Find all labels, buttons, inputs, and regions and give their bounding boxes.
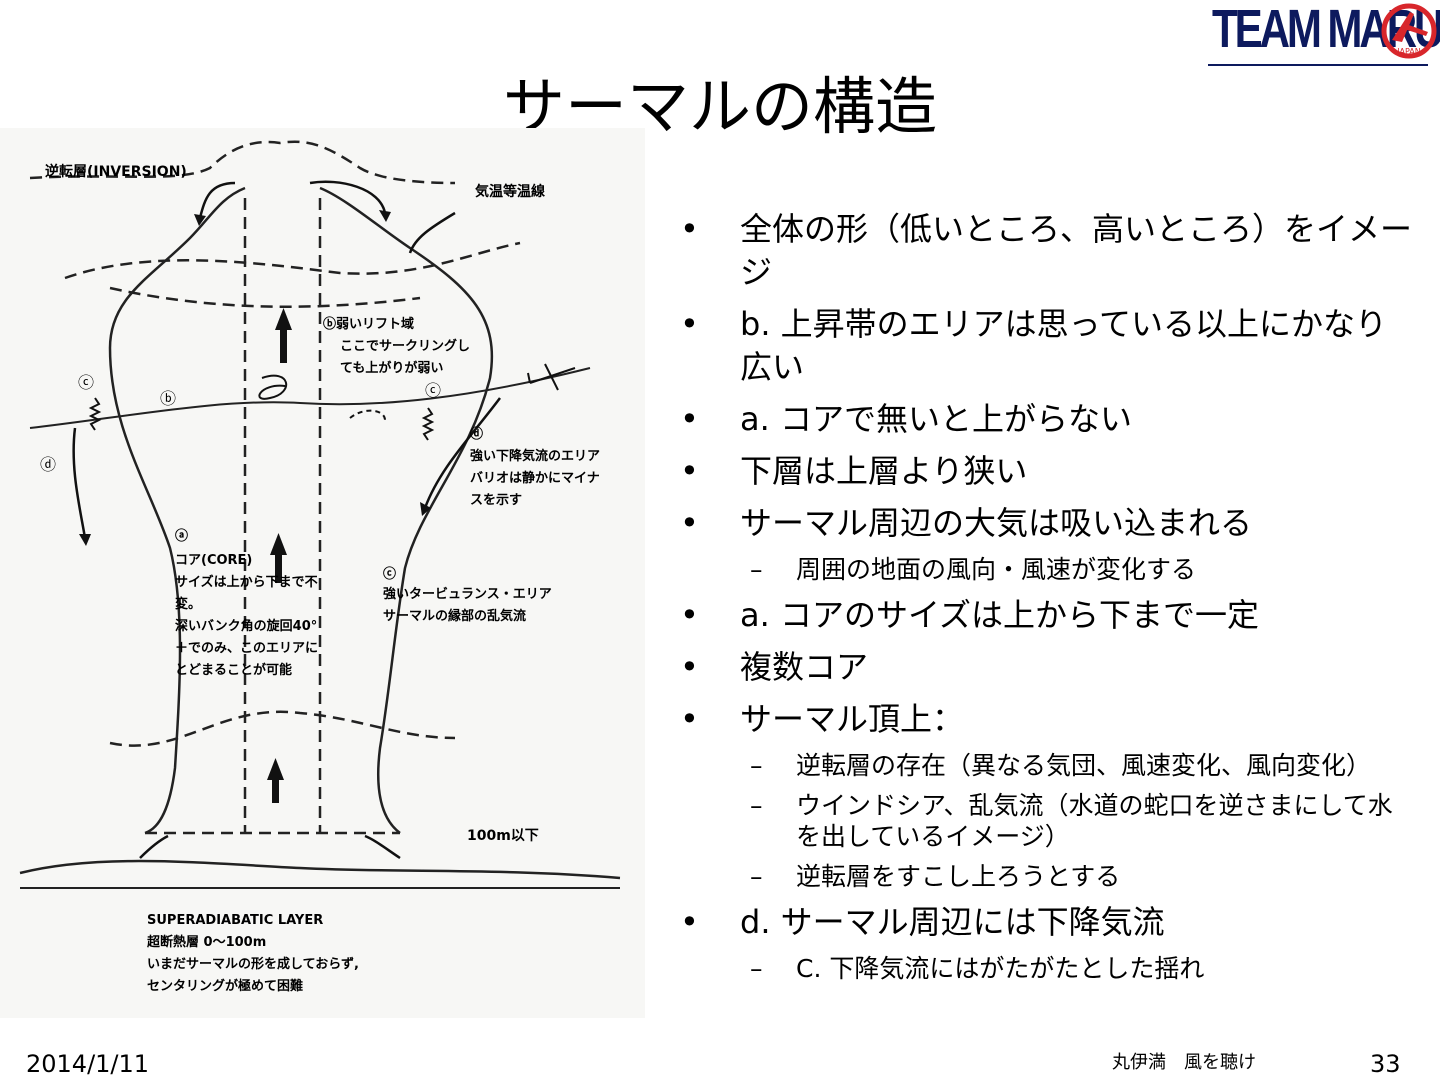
logo-emblem-icon: JAPAN [1381, 3, 1437, 59]
zone-b-annotation: ⓑ弱いリフト域 ここでサークリングし ても上がりが弱い [323, 316, 470, 376]
bullet-mark: • [680, 452, 699, 490]
bullet-text: 全体の形（低いところ、高いところ）をイメージ [740, 210, 1413, 291]
core-annotation: ⓐ コア(CORE) サイズは上から下まで不 変。 深いバンク角の旋回40° ＋… [175, 528, 318, 678]
bullet-item: • サーマル頂上： [674, 698, 1414, 741]
svg-text:強い下降気流のエリア: 強い下降気流のエリア [470, 448, 600, 464]
bullet-text: a. コアのサイズは上から下まで一定 [740, 596, 1259, 634]
bullet-mark: • [680, 400, 699, 438]
svg-text:超断熱層 0〜100m: 超断熱層 0〜100m [147, 934, 266, 950]
inversion-label: 逆転層(INVERSION) [45, 163, 187, 180]
bullet-item: • 複数コア [674, 646, 1414, 689]
team-maru-logo: TEAM MARU JAPAN [1208, 0, 1440, 68]
bullet-text: サーマル周辺の大気は吸い込まれる [740, 504, 1253, 542]
svg-text:深いバンク角の旋回40°: 深いバンク角の旋回40° [175, 618, 317, 634]
bullet-text: サーマル頂上： [740, 700, 965, 738]
svg-text:コア(CORE): コア(CORE) [175, 553, 252, 568]
zone-b-marker: ⓑ [160, 389, 176, 408]
turbulence-annotation: ⓒ 強いタービュランス・エリア サーマルの縁部の乱気流 [383, 566, 552, 624]
zone-c-left-label: ⓒ [78, 373, 94, 392]
svg-text:バリオは静かにマイナ: バリオは静かにマイナ [470, 470, 600, 486]
page-number: 33 [1370, 1050, 1401, 1078]
svg-text:ても上がりが弱い: ても上がりが弱い [340, 360, 443, 376]
sub-bullet-text: ウインドシア、乱気流（水道の蛇口を逆さまにして水を出しているイメージ） [796, 791, 1393, 851]
bullet-item: • d. サーマル周辺には下降気流 [674, 901, 1414, 944]
zone-d-left-label: ⓓ [40, 455, 56, 474]
bullet-mark: • [680, 596, 699, 634]
svg-text:ⓓ: ⓓ [470, 426, 483, 442]
bullet-item: • b. 上昇帯のエリアは思っている以上にかなり広い [674, 303, 1414, 389]
sub-bullet-text: 逆転層の存在（異なる気団、風速変化、風向変化） [796, 751, 1372, 780]
sub-bullet-item: – 逆転層の存在（異なる気団、風速変化、風向変化） [750, 750, 1414, 781]
sub-bullet-mark: – [750, 751, 763, 780]
sub-bullet-mark: – [750, 954, 763, 983]
bullet-mark: • [680, 700, 699, 738]
bullet-item: • 下層は上層より狭い [674, 450, 1414, 493]
sub-bullet-text: C. 下降気流にはがたがたとした揺れ [796, 954, 1205, 983]
svg-text:ⓑ弱いリフト域: ⓑ弱いリフト域 [323, 316, 414, 332]
bullet-mark: • [680, 305, 699, 343]
bullet-item: • サーマル周辺の大気は吸い込まれる [674, 502, 1414, 545]
bullet-mark: • [680, 210, 699, 248]
superadiabatic-annotation: SUPERADIABATIC LAYER 超断熱層 0〜100m いまだサーマル… [147, 913, 359, 994]
zone-d-annotation: ⓓ 強い下降気流のエリア バリオは静かにマイナ スを示す [470, 426, 600, 508]
sub-bullet-mark: – [750, 791, 763, 820]
bullet-text: 複数コア [740, 648, 869, 686]
sub-bullet-mark: – [750, 555, 763, 584]
bullet-mark: • [680, 648, 699, 686]
bullet-item: • a. コアのサイズは上から下まで一定 [674, 594, 1414, 637]
logo-underline [1208, 64, 1428, 66]
sub-bullet-mark: – [750, 862, 763, 891]
svg-text:変。: 変。 [175, 596, 201, 612]
sub-bullet-item: – 逆転層をすこし上ろうとする [750, 861, 1414, 892]
svg-text:＋でのみ、このエリアに: ＋でのみ、このエリアに [175, 641, 318, 656]
sub-bullet-item: – 周囲の地面の風向・風速が変化する [750, 554, 1414, 585]
svg-text:ⓒ: ⓒ [383, 566, 396, 582]
sub-bullet-item: – ウインドシア、乱気流（水道の蛇口を逆さまにして水を出しているイメージ） [750, 790, 1414, 852]
bullet-mark: • [680, 903, 699, 941]
bullet-list: • 全体の形（低いところ、高いところ）をイメージ • b. 上昇帯のエリアは思ってい… [674, 208, 1414, 993]
footer-date: 2014/1/11 [26, 1050, 150, 1078]
svg-text:ⓐ: ⓐ [175, 528, 188, 544]
sub-bullet-item: – C. 下降気流にはがたがたとした揺れ [750, 953, 1414, 984]
svg-text:スを示す: スを示す [470, 493, 522, 508]
svg-text:サイズは上から下まで不: サイズは上から下まで不 [175, 574, 318, 590]
zone-c-right-label: ⓒ [425, 381, 441, 400]
isotherm-label: 気温等温線 [475, 183, 545, 200]
bullet-item: • a. コアで無いと上がらない [674, 398, 1414, 441]
bullet-item: • 全体の形（低いところ、高いところ）をイメージ [674, 208, 1414, 294]
svg-text:いまだサーマルの形を成しておらず,: いまだサーマルの形を成しておらず, [147, 956, 359, 972]
bullet-text: a. コアで無いと上がらない [740, 400, 1132, 438]
svg-text:センタリングが極めて困難: センタリングが極めて困難 [147, 978, 303, 994]
sub-bullet-text: 周囲の地面の風向・風速が変化する [796, 555, 1197, 584]
logo-emblem-label: JAPAN [1396, 47, 1420, 56]
height-label: 100m以下 [467, 828, 539, 844]
footer-author: 丸伊満 風を聴け [1112, 1052, 1256, 1073]
svg-text:とどまることが可能: とどまることが可能 [175, 662, 292, 678]
svg-text:サーマルの縁部の乱気流: サーマルの縁部の乱気流 [383, 608, 526, 624]
svg-text:SUPERADIABATIC LAYER: SUPERADIABATIC LAYER [147, 913, 323, 928]
thermal-structure-diagram: 逆転層(INVERSION) 気温等温線 ⓑ ⓒ ⓒ ⓓ 100m以下 ⓑ弱いリ… [0, 128, 645, 1018]
bullet-text: b. 上昇帯のエリアは思っている以上にかなり広い [740, 305, 1388, 386]
sub-bullet-text: 逆転層をすこし上ろうとする [796, 862, 1121, 891]
bullet-text: 下層は上層より狭い [740, 452, 1028, 490]
svg-text:ここでサークリングし: ここでサークリングし [340, 338, 470, 354]
bullet-mark: • [680, 504, 699, 542]
svg-text:強いタービュランス・エリア: 強いタービュランス・エリア [383, 586, 552, 602]
bullet-text: d. サーマル周辺には下降気流 [740, 903, 1165, 941]
